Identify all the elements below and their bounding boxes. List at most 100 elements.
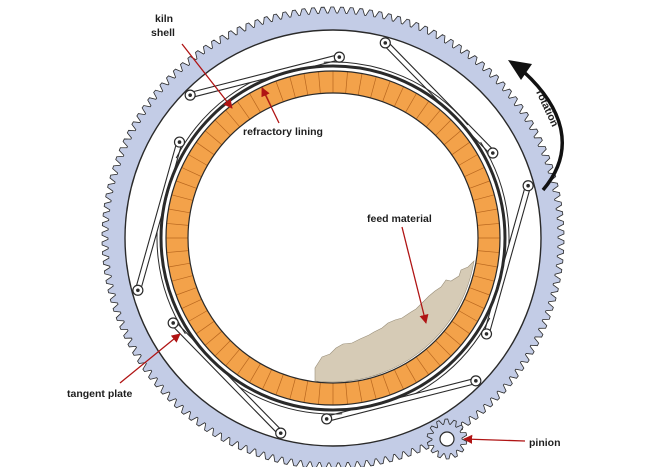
refractory-brick-joint bbox=[318, 382, 321, 405]
shell-pin-center bbox=[324, 417, 329, 421]
refractory-brick-joint bbox=[195, 320, 215, 335]
refractory-brick-joint bbox=[393, 86, 404, 107]
refractory-lining-leader bbox=[261, 87, 280, 124]
refractory-brick-joint bbox=[249, 363, 261, 383]
refractory-brick-joint bbox=[236, 356, 251, 376]
refractory-brick-joint bbox=[469, 287, 491, 296]
refractory-brick-joint bbox=[425, 348, 441, 367]
refractory-brick-joint bbox=[225, 348, 241, 367]
refractory-brick-joint bbox=[370, 377, 377, 400]
refractory-brick-joint bbox=[175, 180, 197, 189]
refractory-brick-joint bbox=[275, 80, 284, 102]
tangent-plate bbox=[184, 51, 469, 126]
refractory-brick-joint bbox=[214, 340, 231, 357]
refractory-brick-joint bbox=[303, 380, 309, 403]
tangent-plate bbox=[197, 350, 482, 425]
refractory-brick-joint bbox=[435, 340, 452, 357]
refractory-brick-joint bbox=[382, 80, 391, 102]
refractory-brick-joint bbox=[214, 119, 231, 136]
shell-pin-center bbox=[337, 55, 342, 59]
feed-material-label: feed material bbox=[367, 213, 432, 225]
refractory-brick-joint bbox=[166, 223, 189, 226]
refractory-brick-joint bbox=[171, 275, 194, 282]
refractory-brick-joint bbox=[464, 298, 485, 309]
refractory-brick-joint bbox=[425, 109, 441, 128]
kiln bbox=[159, 64, 507, 412]
refractory-brick-joint bbox=[318, 71, 321, 94]
refractory-brick-joint bbox=[168, 262, 191, 268]
refractory-brick-joint bbox=[370, 76, 377, 99]
feed-material bbox=[314, 260, 475, 383]
refractory-brick-joint bbox=[477, 250, 500, 253]
shell-pin-center bbox=[484, 332, 489, 336]
shell-pin-center bbox=[491, 151, 495, 155]
shell-pin-center bbox=[177, 140, 182, 144]
refractory-inner-edge bbox=[187, 92, 479, 384]
refractory-brick-joint bbox=[181, 167, 202, 178]
refractory-brick-joint bbox=[458, 310, 478, 322]
gear-pin-center bbox=[526, 183, 530, 188]
rotation-label: rotation bbox=[533, 88, 560, 128]
refractory-brick-joint bbox=[236, 100, 251, 120]
pinion-leader bbox=[463, 434, 526, 444]
refractory-brick-joint bbox=[477, 223, 500, 226]
refractory-brick-joint bbox=[168, 208, 191, 214]
refractory-brick-joint bbox=[204, 330, 223, 346]
refractory-brick-joint bbox=[275, 374, 284, 396]
tangent-plate-label: tangent plate bbox=[67, 388, 132, 400]
refractory-brick-joint bbox=[475, 208, 498, 214]
kiln-shell-label-line1: kiln bbox=[155, 13, 173, 25]
refractory-brick-joint bbox=[289, 76, 296, 99]
rotation-arrowhead bbox=[508, 60, 532, 80]
refractory-brick-joint bbox=[303, 73, 309, 96]
refractory-brick-joint bbox=[249, 93, 261, 113]
feed-material-leader bbox=[401, 226, 429, 324]
kiln-shell-leader bbox=[181, 43, 233, 109]
pinion-label: pinion bbox=[529, 437, 561, 449]
gear-pin-center bbox=[136, 288, 140, 293]
refractory-brick-joint bbox=[166, 250, 189, 253]
refractory-brick-joint bbox=[382, 374, 391, 396]
pinion-gear bbox=[426, 418, 468, 460]
refractory-brick-joint bbox=[204, 130, 223, 146]
tangent-plate-leader bbox=[119, 333, 181, 384]
refractory-outer-edge bbox=[165, 70, 501, 406]
refractory-brick-joint bbox=[262, 369, 273, 390]
refractory-brick-joint bbox=[415, 356, 430, 376]
kiln-shell-label-line2: shell bbox=[151, 27, 175, 39]
refractory-brick-joint bbox=[345, 71, 348, 94]
leader-lines bbox=[119, 43, 526, 444]
refractory-brick-joint bbox=[443, 330, 462, 346]
refractory-brick-joint bbox=[405, 363, 417, 383]
refractory-brick-joint bbox=[451, 141, 471, 156]
refractory-brick-joint bbox=[188, 154, 208, 166]
refractory-bricks bbox=[166, 71, 500, 405]
refractory-brick-joint bbox=[435, 119, 452, 136]
refractory-brick-joint bbox=[357, 73, 363, 96]
refractory-lining-label: refractory lining bbox=[243, 126, 323, 138]
refractory-brick-joint bbox=[451, 320, 471, 335]
refractory-brick-joint bbox=[464, 167, 485, 178]
refractory-brick-joint bbox=[289, 377, 296, 400]
refractory-brick-joint bbox=[458, 154, 478, 166]
refractory-brick-joint bbox=[195, 141, 215, 156]
refractory-brick-joint bbox=[415, 100, 430, 120]
refractory-brick-joint bbox=[188, 310, 208, 322]
refractory-brick-joint bbox=[472, 275, 495, 282]
kiln-shell bbox=[159, 64, 507, 412]
refractory-brick-joint bbox=[405, 93, 417, 113]
refractory-brick-joint bbox=[181, 298, 202, 309]
refractory-brick-joint bbox=[225, 109, 241, 128]
refractory-brick-joint bbox=[357, 380, 363, 403]
pinion-hub bbox=[439, 431, 455, 447]
gear-pin-center bbox=[383, 41, 388, 45]
shell-strip bbox=[323, 61, 469, 126]
refractory-brick-joint bbox=[175, 287, 197, 296]
refractory-brick-joint bbox=[472, 194, 495, 201]
shell-pin-center bbox=[171, 321, 175, 325]
refractory-brick-joint bbox=[171, 194, 194, 201]
gear-pin-center bbox=[188, 93, 192, 97]
refractory-brick-joint bbox=[443, 130, 462, 146]
refractory-brick-joint bbox=[345, 382, 348, 405]
